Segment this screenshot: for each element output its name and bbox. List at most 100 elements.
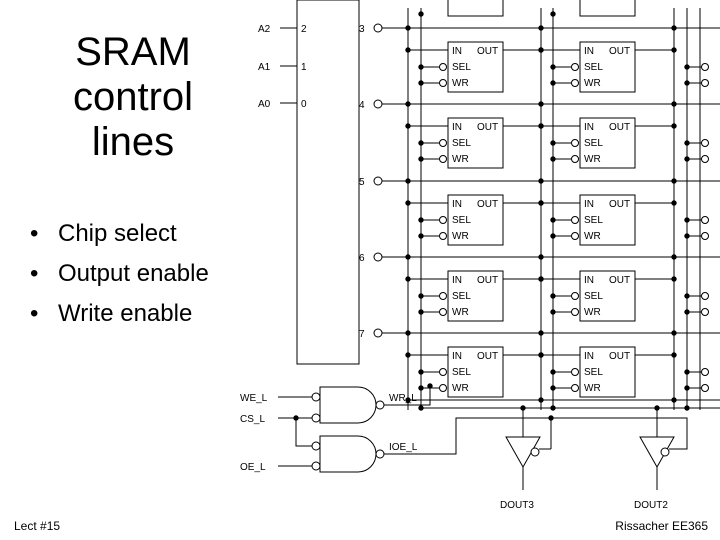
sel-bubble <box>571 292 579 300</box>
cell-in-label: IN <box>584 122 594 133</box>
cell-out-label: OUT <box>609 199 630 210</box>
junction-dot <box>538 47 544 53</box>
junction-dot <box>684 80 690 86</box>
junction-dot <box>418 11 424 17</box>
decoder-output-bubble <box>373 176 383 186</box>
cell-out-label: OUT <box>477 199 498 210</box>
memory-cell <box>447 270 504 322</box>
cell-out-label: OUT <box>477 351 498 362</box>
sel-bubble <box>571 63 579 71</box>
decoder-pin-label: 2 <box>301 24 307 35</box>
inversion-bubble <box>311 441 321 451</box>
junction-dot <box>405 397 411 403</box>
write-enable-signal-label: WR_L <box>389 393 417 404</box>
wr-bubble <box>439 232 447 240</box>
memory-cell <box>579 270 636 322</box>
cell-sel-label: SEL <box>584 215 603 226</box>
cell-wr-label: WR <box>452 154 469 165</box>
and-gate-write <box>319 386 377 424</box>
cell-in-label: IN <box>584 351 594 362</box>
cell-out-label: OUT <box>477 122 498 133</box>
cell-out-label: OUT <box>609 122 630 133</box>
decoder-output-number: 7 <box>359 329 365 340</box>
memory-cell <box>447 194 504 246</box>
memory-cell <box>447 117 504 169</box>
junction-dot <box>671 47 677 53</box>
cell-out-label: OUT <box>609 46 630 57</box>
cell-wr-label: WR <box>452 78 469 89</box>
junction-dot <box>538 123 544 129</box>
junction-dot <box>538 276 544 282</box>
junction-dot <box>418 385 424 391</box>
decoder-output-number: 6 <box>359 253 365 264</box>
wr-bubble <box>439 79 447 87</box>
cell-in-label: IN <box>452 122 462 133</box>
junction-dot <box>671 276 677 282</box>
sel-bubble <box>439 63 447 71</box>
memory-cell <box>579 346 636 398</box>
junction-dot <box>550 369 556 375</box>
sel-bubble <box>439 139 447 147</box>
junction-dot <box>671 123 677 129</box>
sel-bubble <box>701 139 709 147</box>
data-output-label: DOUT2 <box>634 500 668 511</box>
wr-bubble <box>571 232 579 240</box>
wr-bubble <box>701 308 709 316</box>
enable-bubble <box>660 447 670 457</box>
memory-cell <box>579 41 636 93</box>
wr-bubble <box>701 155 709 163</box>
control-input-label: CS_L <box>240 414 265 425</box>
wr-bubble <box>439 384 447 392</box>
bullet-item: •Chip select <box>30 214 209 254</box>
junction-dot <box>550 80 556 86</box>
cell-wr-label: WR <box>584 383 601 394</box>
control-input-label: WE_L <box>240 393 268 404</box>
junction-dot <box>418 293 424 299</box>
and-gate-output-enable <box>319 435 377 473</box>
wr-bubble <box>571 384 579 392</box>
bullet-text: Write enable <box>58 300 193 327</box>
junction-dot <box>671 200 677 206</box>
junction-dot <box>684 156 690 162</box>
data-output-label: DOUT3 <box>500 500 534 511</box>
decoder-output-number: 3 <box>359 24 365 35</box>
junction-dot <box>671 178 677 184</box>
junction-dot <box>550 233 556 239</box>
junction-dot <box>538 330 544 336</box>
sel-bubble <box>701 292 709 300</box>
bullet-item: •Output enable <box>30 254 209 294</box>
cell-out-label: OUT <box>609 275 630 286</box>
junction-dot <box>550 217 556 223</box>
junction-dot <box>405 123 411 129</box>
junction-dot <box>550 385 556 391</box>
junction-dot <box>538 352 544 358</box>
junction-dot <box>520 405 526 411</box>
junction-dot <box>418 156 424 162</box>
decoder-pin-label: 0 <box>301 99 307 110</box>
junction-dot <box>405 352 411 358</box>
junction-dot <box>538 178 544 184</box>
junction-dot <box>671 397 677 403</box>
cell-in-label: IN <box>452 275 462 286</box>
junction-dot <box>548 415 554 421</box>
junction-dot <box>684 217 690 223</box>
junction-dot <box>684 369 690 375</box>
junction-dot <box>418 233 424 239</box>
junction-dot <box>427 383 433 389</box>
inversion-bubble <box>375 449 385 459</box>
top-cell-partial <box>579 0 636 17</box>
cell-in-label: IN <box>584 275 594 286</box>
decoder-output-bubble <box>373 23 383 33</box>
cell-sel-label: SEL <box>452 138 471 149</box>
junction-dot <box>550 64 556 70</box>
decoder-output-bubble <box>373 252 383 262</box>
cell-sel-label: SEL <box>584 138 603 149</box>
junction-dot <box>550 309 556 315</box>
address-input-label: A1 <box>258 62 271 73</box>
junction-dot <box>418 405 424 411</box>
junction-dot <box>538 101 544 107</box>
sel-bubble <box>571 139 579 147</box>
address-input-label: A2 <box>258 24 271 35</box>
wr-bubble <box>571 79 579 87</box>
